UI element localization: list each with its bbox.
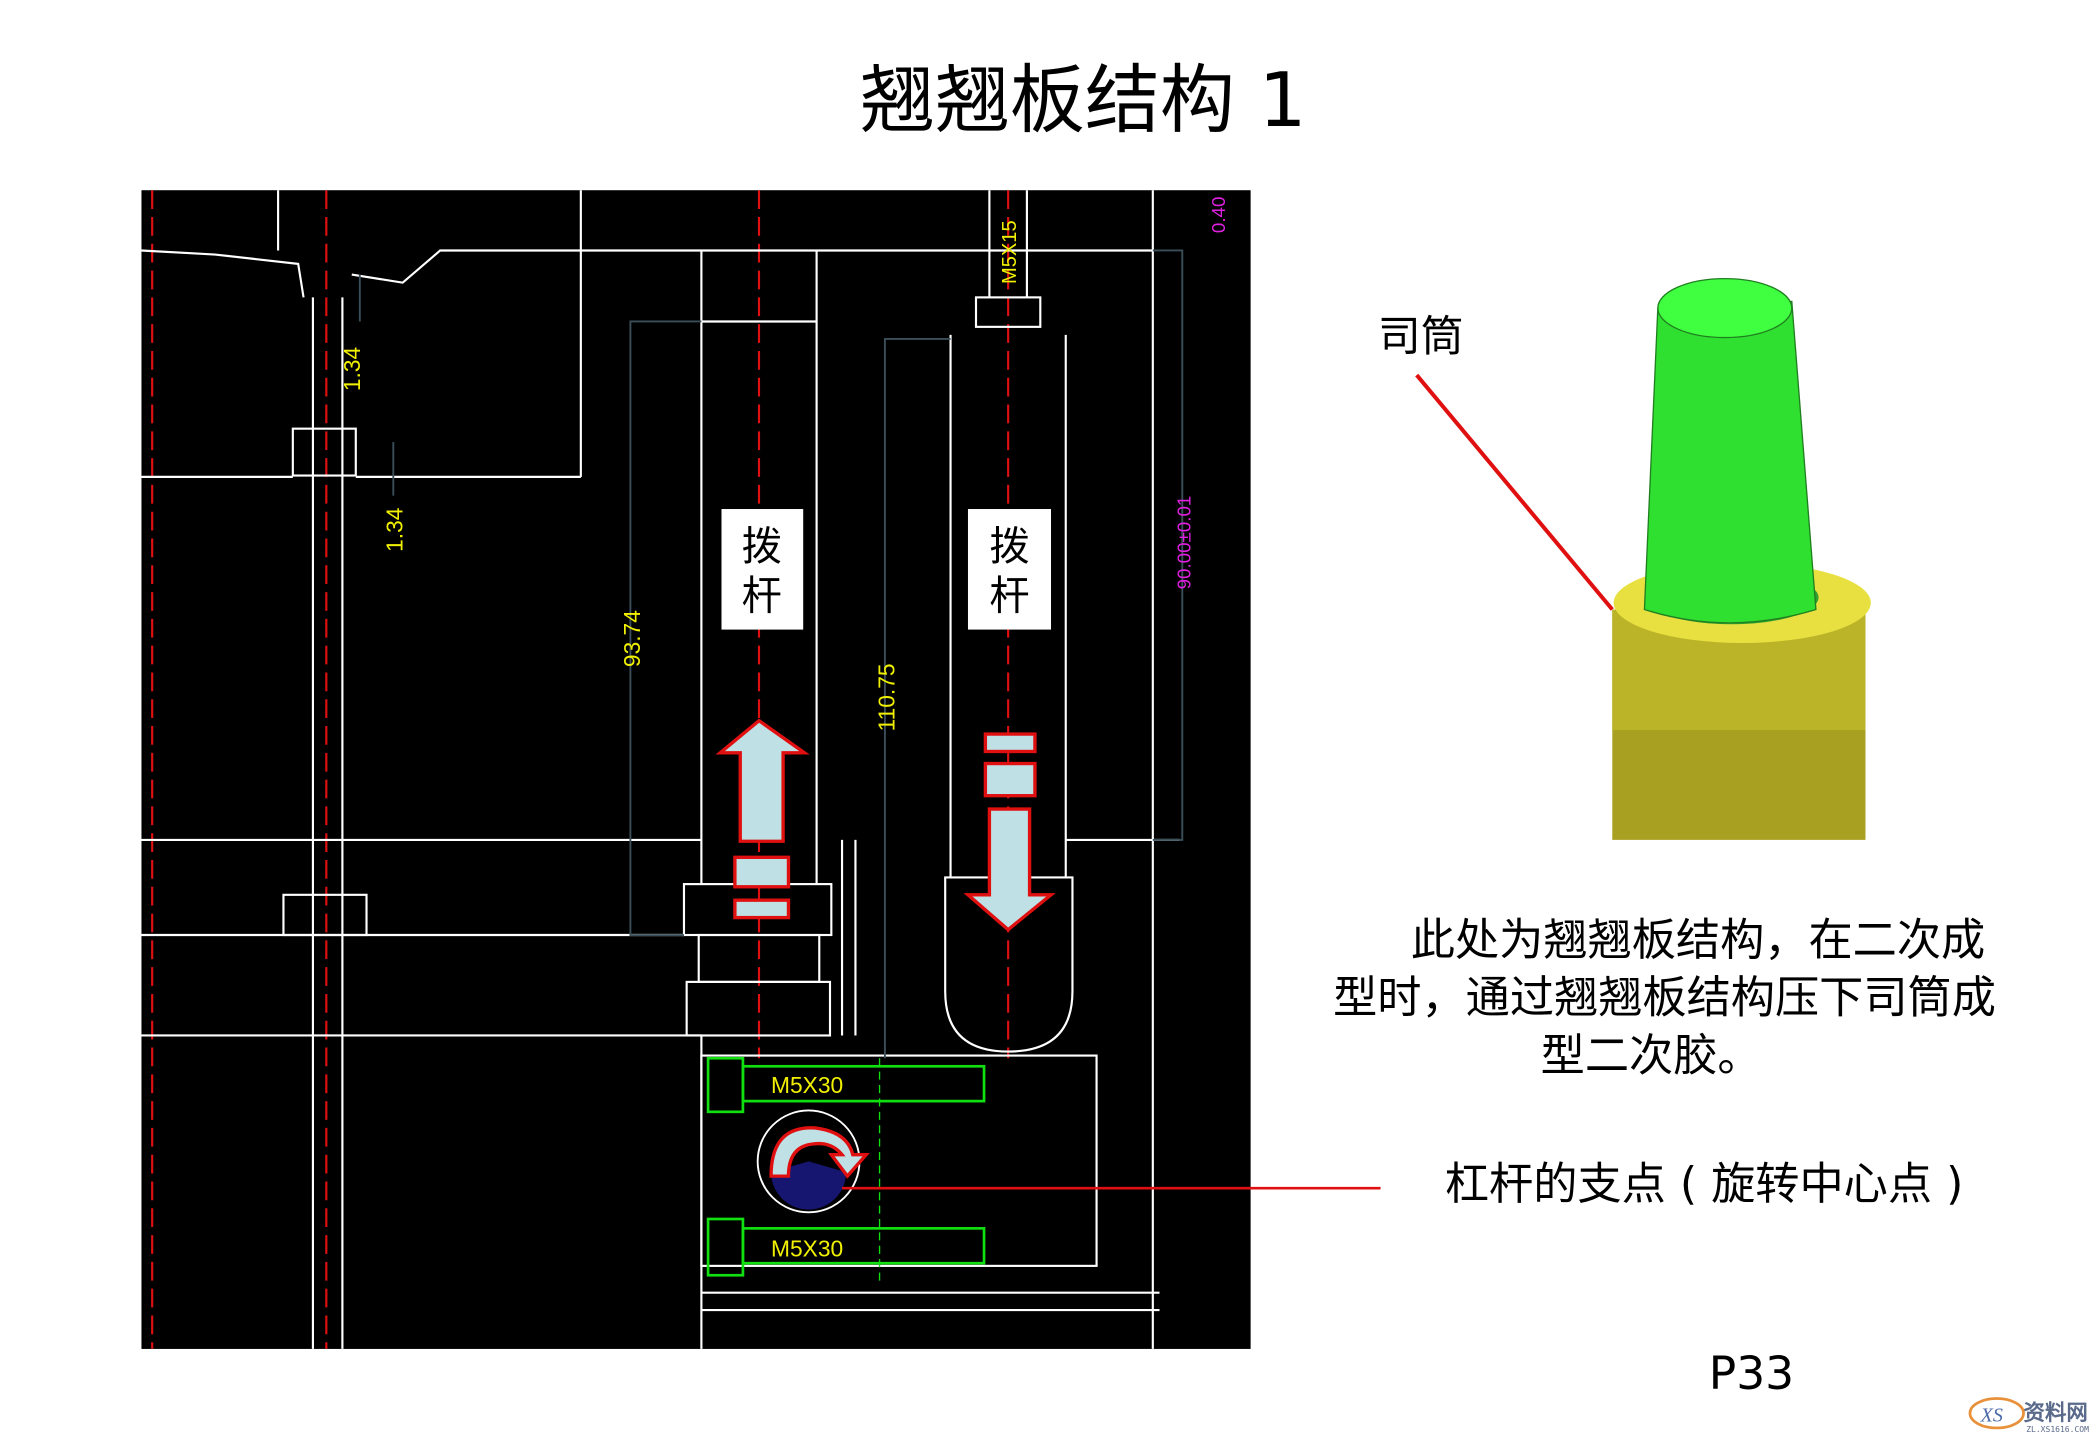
tolerance-label: 90.00±0.01: [1173, 496, 1194, 590]
dim-label: 0.40: [1208, 197, 1229, 234]
description-line: 型时，通过翘翘板结构压下司筒成: [1333, 973, 1996, 1024]
pivot-label: 杠杆的支点 ( 旋转中心点 ): [1445, 1159, 1963, 1210]
up-arrow-icon: [715, 718, 810, 920]
svg-text:ZL.XS1616.COM: ZL.XS1616.COM: [2026, 1425, 2089, 1434]
down-arrow-icon: [963, 732, 1056, 932]
page-number: P33: [1709, 1347, 1794, 1400]
watermark-logo: XS 资料网 ZL.XS1616.COM: [1968, 1397, 2089, 1434]
sleeve-callout-arrow: [1415, 373, 1614, 611]
sleeve-label: 司筒: [1378, 312, 1464, 362]
dim-label: 1.34: [339, 347, 365, 391]
screw-label: M5X15: [999, 220, 1021, 284]
dim-label: 1.34: [382, 508, 408, 552]
slide-title: 翘翘板结构 1: [860, 56, 1307, 144]
cad-drawing: 1.34 1.34 93.74 110.75 90.00±0.01 0.40 M…: [141, 190, 1251, 1349]
description-line: 型二次胶。: [1541, 1030, 1762, 1081]
bolt-label: M5X30: [771, 1235, 843, 1261]
bolt-label: M5X30: [771, 1072, 843, 1098]
lever-label: 杆: [742, 573, 782, 619]
lever-label: 拨: [742, 524, 782, 570]
bolt: M5X30: [706, 1217, 986, 1277]
lever-label: 拨: [989, 524, 1029, 570]
dim-label: 93.74: [619, 610, 645, 667]
svg-text:XS: XS: [1980, 1404, 2003, 1426]
pivot-rotate-icon: [756, 1109, 870, 1214]
lever-label: 杆: [989, 573, 1029, 619]
svg-text:资料网: 资料网: [2024, 1401, 2088, 1426]
description-line: 此处为翘翘板结构，在二次成: [1411, 915, 1985, 966]
bolt: M5X30: [706, 1056, 986, 1114]
description: 此处为翘翘板结构，在二次成 型时，通过翘翘板结构压下司筒成 型二次胶。: [1333, 915, 1996, 1081]
sleeve-3d-image: [1612, 277, 1871, 840]
dim-label: 110.75: [873, 663, 899, 731]
